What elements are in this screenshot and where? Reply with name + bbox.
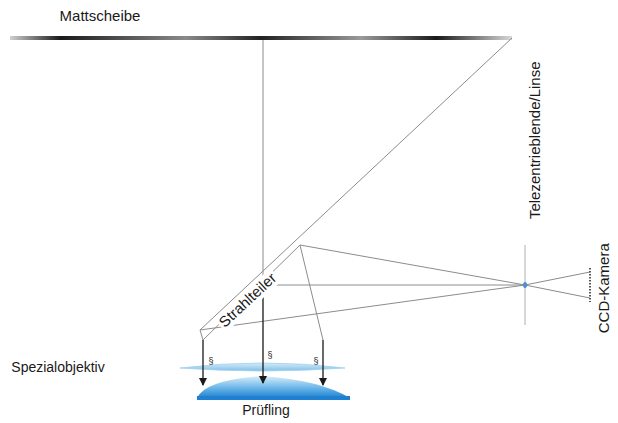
test-piece <box>197 376 350 398</box>
arrow <box>202 340 203 385</box>
arrow <box>262 285 263 383</box>
stop-label: Telezentrieblende/Linse <box>527 59 544 221</box>
beam-lines <box>200 38 590 340</box>
ground-glass <box>10 36 512 40</box>
ray <box>203 245 300 340</box>
symbol-label: § <box>206 357 215 367</box>
ccd-sensor <box>589 268 591 302</box>
arrows <box>203 285 323 385</box>
ray <box>525 272 590 285</box>
lens-point <box>523 282 527 288</box>
arrow <box>322 340 323 385</box>
test-piece-label: Prüfling <box>240 403 291 418</box>
symbol-label: § <box>265 351 274 361</box>
ray <box>300 245 323 340</box>
splitter-label: Strahlteiler <box>215 268 282 332</box>
symbol-label: § <box>311 357 320 367</box>
camera-label: CCD-Kamera <box>596 241 613 335</box>
objective-label: Spezialobjektiv <box>9 360 106 375</box>
ray <box>300 245 525 285</box>
beam-splitter <box>200 38 512 330</box>
test-piece-base <box>197 396 350 400</box>
ray <box>525 285 590 298</box>
ray <box>263 285 525 286</box>
ray <box>200 330 203 340</box>
ray <box>263 40 264 285</box>
screen-label: Mattscheibe <box>58 8 143 25</box>
